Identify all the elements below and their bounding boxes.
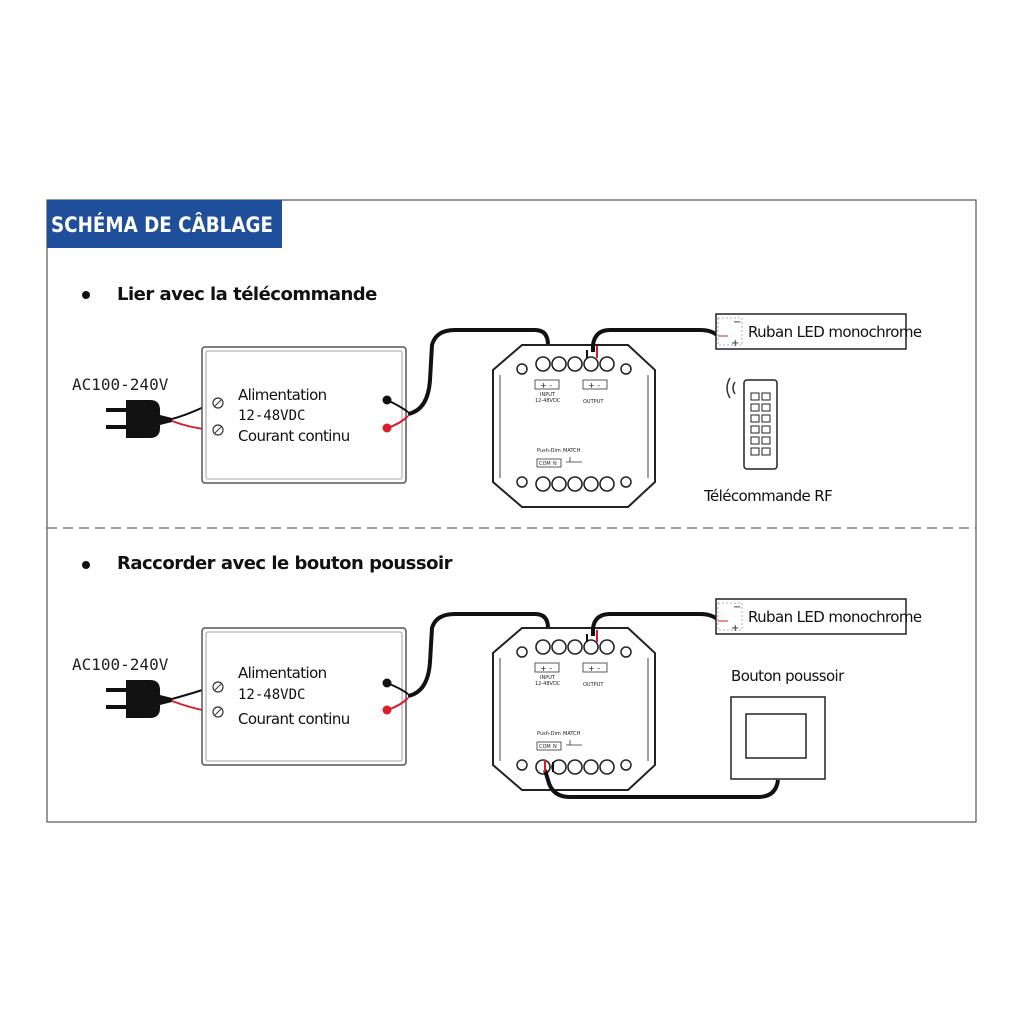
svg-text:+: +: [731, 338, 739, 349]
push-button: Bouton poussoir: [730, 667, 846, 780]
svg-text:+ -: + -: [588, 664, 600, 673]
svg-text:+ -: + -: [588, 381, 600, 390]
match-label: MATCH: [563, 731, 581, 737]
section-heading: Lier avec la télécommande: [117, 284, 377, 305]
section-push-button: Raccorder avec le bouton poussoir AC100-…: [72, 553, 922, 799]
svg-text:+ -: + -: [540, 381, 552, 390]
diagram-frame: [46, 199, 977, 823]
led-strip: − + Ruban LED monochrome: [715, 313, 922, 350]
push-button-label: Bouton poussoir: [731, 667, 845, 685]
com-label: COM: [539, 461, 551, 467]
power-plug-icon: [106, 680, 172, 718]
svg-text:+ -: + -: [540, 664, 552, 673]
led-strip: − + Ruban LED monochrome: [715, 598, 922, 635]
signal-waves-icon: [726, 377, 736, 399]
pushdim-label: Push-Dim: [537, 731, 561, 737]
ac-voltage-label: AC100-240V: [72, 655, 169, 674]
title-banner: [47, 200, 282, 248]
psu-line-3: Courant continu: [238, 710, 350, 728]
power-plug-icon: [106, 400, 172, 438]
pushdim-label: Push-Dim: [537, 448, 561, 454]
bullet: [82, 561, 90, 569]
psu-line-1: Alimentation: [238, 386, 327, 404]
diagram-title: SCHÉMA DE CÂBLAGE: [51, 212, 273, 237]
rf-remote: Télécommande RF: [703, 377, 833, 505]
output-label: OUTPUT: [583, 399, 604, 405]
com-label: COM: [539, 744, 551, 750]
svg-text:−: −: [733, 317, 741, 328]
led-strip-label: Ruban LED monochrome: [748, 608, 922, 626]
input-label: INPUT: [540, 675, 556, 681]
led-strip-label: Ruban LED monochrome: [748, 323, 922, 341]
bullet: [82, 291, 90, 299]
remote-label: Télécommande RF: [703, 487, 832, 505]
input-voltage-label: 12-48VDC: [535, 681, 561, 687]
match-label: MATCH: [563, 448, 581, 454]
power-supply: Alimentation 12-48VDC Courant continu: [201, 346, 407, 484]
ac-voltage-label: AC100-240V: [72, 375, 169, 394]
section-heading: Raccorder avec le bouton poussoir: [117, 553, 453, 574]
svg-text:+: +: [731, 623, 739, 634]
led-controller: + - + - INPUT 12-48VDC OUTPUT Push-Dim M…: [492, 627, 656, 791]
input-label: INPUT: [540, 392, 556, 398]
power-supply: Alimentation 12-48VDC Courant continu: [201, 627, 407, 766]
psu-line-3: Courant continu: [238, 427, 350, 445]
led-controller: + - + - INPUT 12-48VDC OUTPUT Push-Dim M…: [492, 344, 656, 508]
psu-line-2: 12-48VDC: [238, 687, 305, 703]
output-label: OUTPUT: [583, 682, 604, 688]
svg-text:−: −: [733, 602, 741, 613]
n-label: N: [553, 461, 557, 467]
psu-line-1: Alimentation: [238, 664, 327, 682]
input-voltage-label: 12-48VDC: [535, 398, 561, 404]
section-remote: Lier avec la télécommande AC100-240V Ali…: [72, 284, 922, 508]
n-label: N: [553, 744, 557, 750]
psu-line-2: 12-48VDC: [238, 408, 305, 424]
